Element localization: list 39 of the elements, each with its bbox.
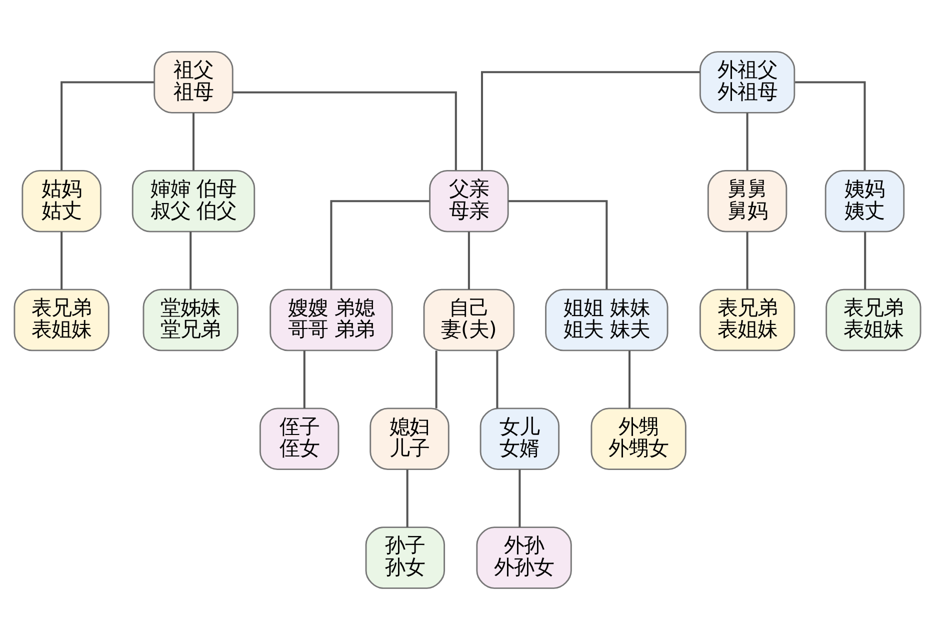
connector [746, 232, 748, 290]
node-box: 表兄弟 表姐妹 [14, 288, 110, 352]
node-box: 父亲 母亲 [429, 170, 509, 232]
connector [480, 71, 700, 171]
connector [406, 470, 408, 528]
node-box: 姨妈 姨丈 [824, 170, 905, 232]
connector [435, 350, 438, 408]
connector [60, 232, 63, 290]
node-box: 外甥 外甥女 [590, 408, 686, 470]
node-box: 表兄弟 表姐妹 [699, 288, 796, 352]
node-box: 舅舅 舅妈 [707, 170, 788, 232]
connector [795, 81, 866, 170]
connector [330, 200, 430, 290]
node-box: 姑妈 姑丈 [22, 170, 102, 232]
node-box: 女儿 女婿 [480, 408, 560, 470]
node-box: 姐姐 妹妹 姐夫 妹夫 [545, 288, 668, 352]
connector [508, 200, 608, 290]
connector [192, 112, 195, 171]
connector [190, 232, 192, 290]
node-box: 堂姊妹 堂兄弟 [142, 288, 238, 352]
node-box: 自己 妻(夫) [423, 288, 515, 352]
connector [518, 470, 521, 528]
connector [628, 350, 631, 408]
node-box: 孙子 孙女 [365, 526, 446, 589]
node-box: 外孙 外孙女 [476, 526, 572, 589]
connector [496, 350, 498, 408]
node-box: 嫂嫂 弟媳 哥哥 弟弟 [270, 288, 393, 352]
connector [468, 232, 470, 290]
connector [232, 91, 457, 170]
node-box: 表兄弟 表姐妹 [826, 288, 922, 352]
node-box: 侄子 侄女 [259, 408, 340, 470]
node-box: 外祖父 外祖母 [699, 51, 796, 114]
node-box: 媳妇 儿子 [370, 408, 450, 470]
node-box: 婶婶 伯母 叔父 伯父 [132, 170, 256, 232]
connector [864, 232, 866, 290]
connector [746, 112, 748, 171]
connector [60, 81, 154, 170]
connector [303, 350, 306, 408]
node-box: 祖父 祖母 [154, 51, 234, 114]
